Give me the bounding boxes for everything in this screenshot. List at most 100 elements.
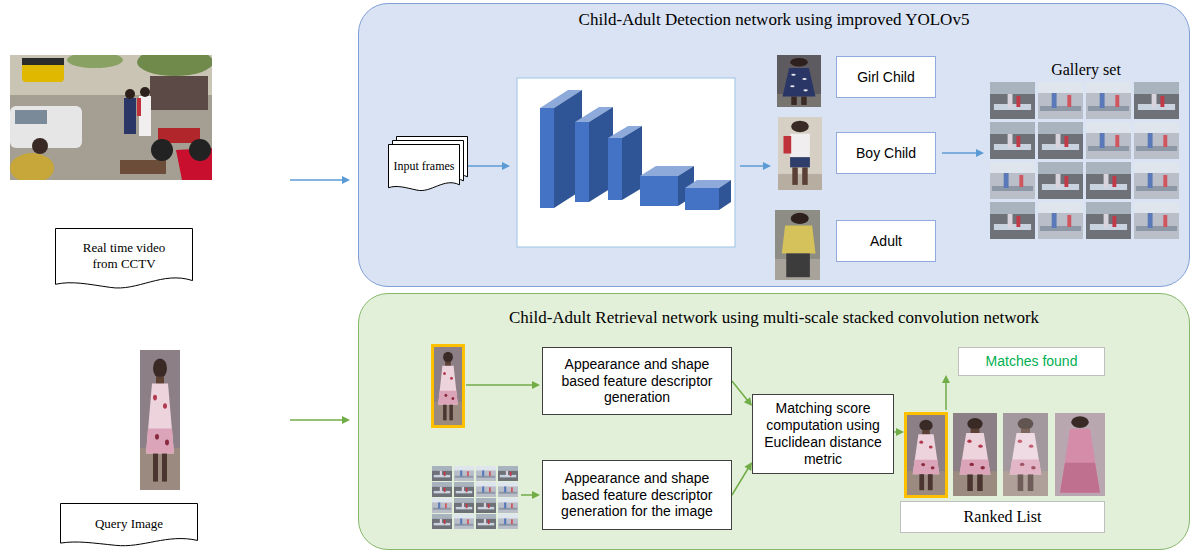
gallery-image-grid-part — [1134, 202, 1179, 239]
gallery-thumbnail-grid-part — [476, 498, 496, 513]
flow-arrows-part — [740, 165, 764, 167]
gallery-thumbnail-grid-part — [476, 482, 496, 497]
gallery-thumbnail-grid-part — [454, 498, 474, 513]
node-text: Appearance and shape based feature descr… — [551, 356, 723, 406]
flow-connector — [732, 462, 752, 495]
gallery-image-grid-part — [990, 202, 1035, 239]
gallery-image-grid-part — [1134, 162, 1179, 199]
cctv-frame-photo-part — [32, 138, 48, 154]
gallery-thumbnail-grid-part — [476, 514, 496, 529]
query-person-photo — [140, 350, 180, 490]
cnn-illustration-part — [540, 108, 554, 208]
cctv-frame-photo-part — [15, 110, 47, 124]
gallery-thumbnail-grid-part — [432, 482, 452, 497]
flow-arrows-part — [942, 375, 950, 383]
gallery-image-grid-part — [1086, 82, 1131, 119]
flow-arrows-part — [466, 384, 533, 386]
ranked-result-images-part — [906, 414, 947, 497]
node-text: Real time video from CCTV — [71, 240, 177, 271]
cnn-illustration — [517, 78, 735, 247]
cnn-illustration-part — [685, 188, 719, 210]
detection-network-panel: Child-Adult Detection network using impr… — [358, 3, 1190, 287]
cnn-illustration-part — [517, 78, 735, 247]
node-text: Query Image — [95, 516, 163, 532]
gallery-thumbnail-grid-part — [454, 466, 474, 481]
flow-connector — [732, 381, 752, 406]
gallery-image-grid-part — [1086, 122, 1131, 159]
process-box: Appearance and shape based feature descr… — [542, 460, 732, 530]
cctv-frame-photo-part — [22, 58, 64, 65]
gallery-thumbnail-grid-part — [454, 514, 474, 529]
gallery-thumbnail-grid — [432, 466, 518, 529]
cctv-frame-photo-part — [10, 153, 54, 180]
cctv-frame-photo-part — [151, 139, 173, 161]
gallery-image-grid-part — [1038, 122, 1083, 159]
gallery-thumbnail-grid-part — [454, 482, 474, 497]
ranked-result-images-part — [1003, 413, 1048, 496]
ranked-result-images-part — [953, 413, 997, 496]
cnn-illustration-part — [719, 180, 731, 210]
cctv-frame-photo-part — [125, 89, 135, 99]
cctv-frame-photo-part — [120, 160, 166, 174]
flow-arrows-part — [763, 162, 771, 170]
flow-arrows-part — [532, 381, 540, 389]
gallery-image-grid — [990, 82, 1179, 239]
detected-person-crops-part — [778, 117, 822, 190]
gallery-thumbnail-grid-part — [498, 514, 518, 529]
gallery-thumbnail-grid-part — [498, 482, 518, 497]
input-arrow — [290, 176, 350, 184]
cctv-frame-photo — [10, 55, 212, 180]
document-outline — [61, 504, 198, 546]
gallery-image-grid-part — [1134, 82, 1179, 119]
document-outline — [56, 229, 193, 288]
ranked-result-images-part — [1055, 413, 1105, 496]
cctv-frame-photo-part — [137, 55, 212, 76]
cctv-frame-photo-part — [150, 76, 208, 110]
gallery-heading: Gallery set — [1020, 60, 1152, 79]
ranked-result-images-part — [1003, 413, 1048, 496]
gallery-image-grid-part — [1038, 202, 1083, 239]
query-arrow-part — [290, 419, 343, 421]
caption-box: Ranked List — [900, 501, 1105, 533]
query-person-photo-part — [140, 350, 180, 490]
class-label-box: Adult — [836, 220, 936, 262]
cctv-frame-photo-part — [67, 55, 123, 68]
flow-arrows-part — [896, 428, 904, 436]
gallery-image-grid-part — [990, 122, 1035, 159]
gallery-image-grid-part — [990, 82, 1035, 119]
query-arrow-part — [342, 416, 350, 424]
connector-line — [732, 381, 748, 401]
detection-illustration — [358, 3, 1190, 287]
flow-arrows-part — [976, 149, 984, 157]
result-status-box: Matches found — [958, 347, 1105, 376]
cnn-illustration-part — [575, 122, 589, 202]
cnn-illustration-part — [640, 176, 678, 206]
query-arrow — [290, 416, 350, 424]
node-text: Appearance and shape based feature descr… — [551, 470, 723, 520]
gallery-thumbnail-grid-part — [498, 466, 518, 481]
class-label-box: Girl Child — [836, 56, 936, 98]
connector-line — [732, 468, 748, 495]
node-text: Boy Child — [856, 145, 916, 162]
gallery-thumbnail-grid-part — [432, 498, 452, 513]
gallery-image-grid-part — [1086, 202, 1131, 239]
panel-title: Child-Adult Detection network using impr… — [359, 10, 1189, 30]
gallery-thumbnail-grid-part — [432, 514, 452, 529]
gallery-image-grid-part — [1134, 122, 1179, 159]
flow-arrows-part — [945, 382, 947, 410]
flow-arrows-part — [502, 162, 510, 170]
gallery-thumbnail-grid-part — [476, 466, 496, 481]
cnn-illustration-part — [608, 138, 622, 200]
node-text: Girl Child — [857, 69, 915, 86]
arrow-head — [744, 462, 752, 471]
flow-arrows-part — [521, 494, 533, 496]
gallery-thumbnail-grid-part — [432, 466, 452, 481]
gallery-image-grid-part — [1038, 162, 1083, 199]
query-crop-part — [434, 347, 462, 425]
arrow-head — [744, 397, 752, 406]
process-box: Appearance and shape based feature descr… — [542, 347, 732, 415]
cctv-frame-photo-part — [189, 139, 211, 161]
node-text: Matches found — [986, 353, 1078, 370]
input-arrow-part — [290, 179, 343, 181]
